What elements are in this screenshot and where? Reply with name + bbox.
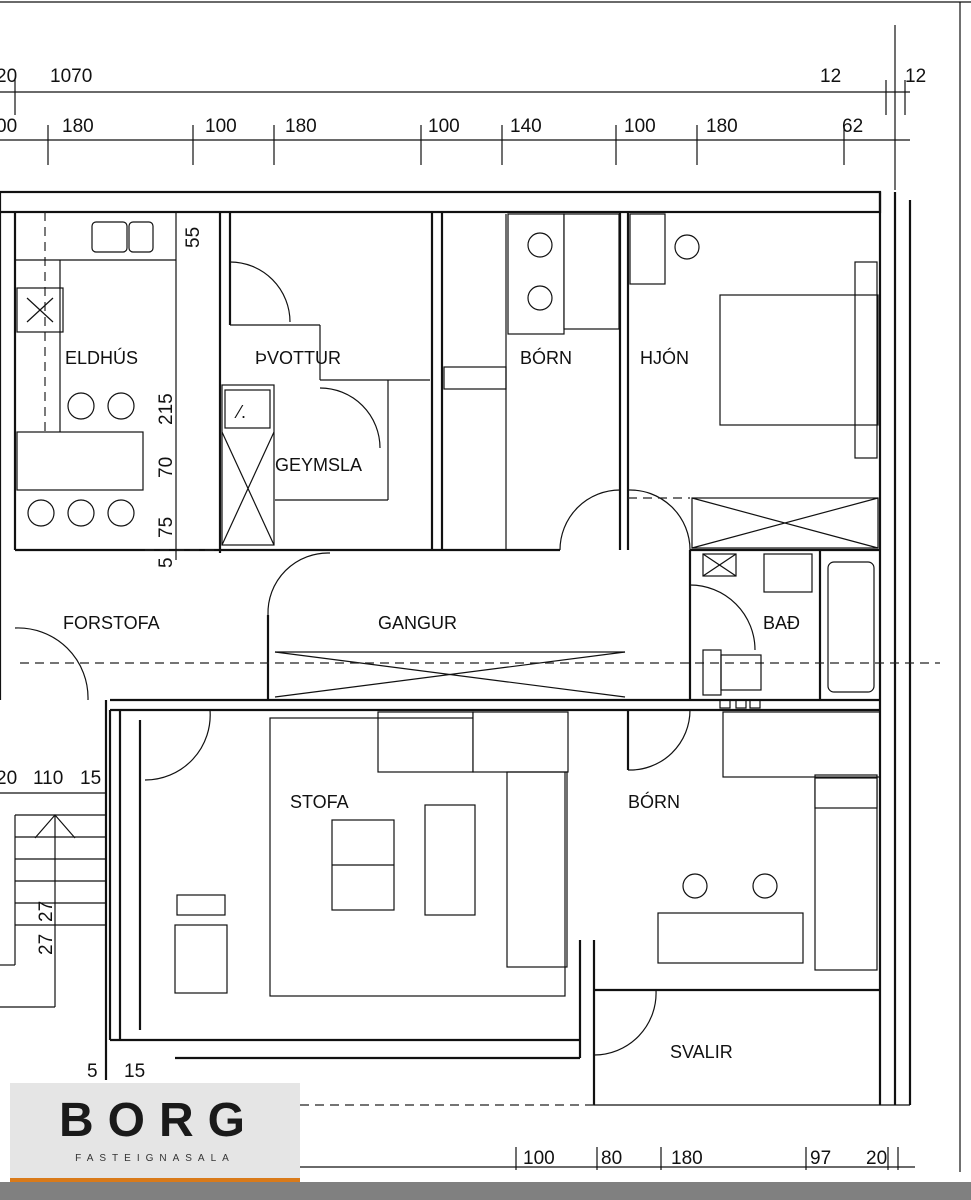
svg-text:20: 20 [866, 1148, 887, 1169]
room-label-geymsla: GEYMSLA [275, 455, 362, 475]
room-label-stofa: STOFA [290, 792, 349, 812]
stair-dimension-labels: 20 110 15 27 27 5 15 [0, 768, 145, 1082]
logo-subtitle: FASTEIGNASALA [75, 1153, 235, 1164]
top-dimension-labels: 20 1070 12 12 00 180 100 180 100 140 100… [0, 66, 926, 137]
svg-text:100: 100 [523, 1148, 555, 1169]
svg-text:97: 97 [810, 1148, 831, 1169]
svg-text:215: 215 [156, 393, 177, 425]
svg-text:20: 20 [0, 768, 17, 789]
room-label-svalir: SVALIR [670, 1042, 733, 1062]
room-label-gangur: GANGUR [378, 613, 457, 633]
svg-text:12: 12 [820, 66, 841, 87]
svg-text:5: 5 [87, 1061, 98, 1082]
room-labels: ELDHÚS ÞVOTTUR GEYMSLA BÓRN HJÓN FORSTOF… [63, 347, 800, 1062]
top-dimension-lines [0, 25, 910, 190]
svg-text:180: 180 [285, 116, 317, 137]
svg-text:20: 20 [0, 66, 17, 87]
svg-text:55: 55 [183, 227, 204, 248]
room-label-thvottur: ÞVOTTUR [255, 348, 341, 368]
cabinet-mark: ⁄. [234, 402, 246, 422]
svg-text:140: 140 [510, 116, 542, 137]
room-label-born-1: BÓRN [520, 347, 572, 368]
svg-text:5: 5 [156, 557, 177, 568]
doors [14, 212, 940, 1056]
svg-text:1070: 1070 [50, 66, 92, 87]
svg-text:110: 110 [33, 768, 63, 789]
svg-text:62: 62 [842, 116, 863, 137]
svg-text:70: 70 [156, 457, 177, 478]
svg-text:180: 180 [706, 116, 738, 137]
room-label-bad: BAÐ [763, 613, 800, 633]
kitchen-dimension-labels: 55 215 70 75 5 [156, 212, 204, 568]
svg-text:27: 27 [36, 901, 57, 922]
svg-text:75: 75 [156, 517, 177, 538]
svg-text:27: 27 [36, 934, 57, 955]
svg-text:100: 100 [428, 116, 460, 137]
room-label-eldhus: ELDHÚS [65, 347, 138, 368]
svg-text:80: 80 [601, 1148, 622, 1169]
room-label-hjon: HJÓN [640, 347, 689, 368]
room-label-born-2: BÓRN [628, 791, 680, 812]
furniture [15, 213, 881, 997]
walls [0, 190, 912, 1106]
room-label-forstofa: FORSTOFA [63, 613, 160, 633]
svg-text:180: 180 [62, 116, 94, 137]
svg-text:100: 100 [205, 116, 237, 137]
svg-text:15: 15 [124, 1061, 145, 1082]
bottom-dimension-labels: 100 80 180 97 20 [300, 1147, 915, 1170]
svg-text:15: 15 [80, 768, 101, 789]
logo-brand: BORG [59, 1094, 259, 1147]
svg-text:00: 00 [0, 116, 17, 137]
svg-text:100: 100 [624, 116, 656, 137]
svg-text:12: 12 [905, 66, 926, 87]
bottom-bar [0, 1182, 971, 1200]
borg-logo: BORG FASTEIGNASALA [10, 1083, 300, 1181]
svg-text:180: 180 [671, 1148, 703, 1169]
